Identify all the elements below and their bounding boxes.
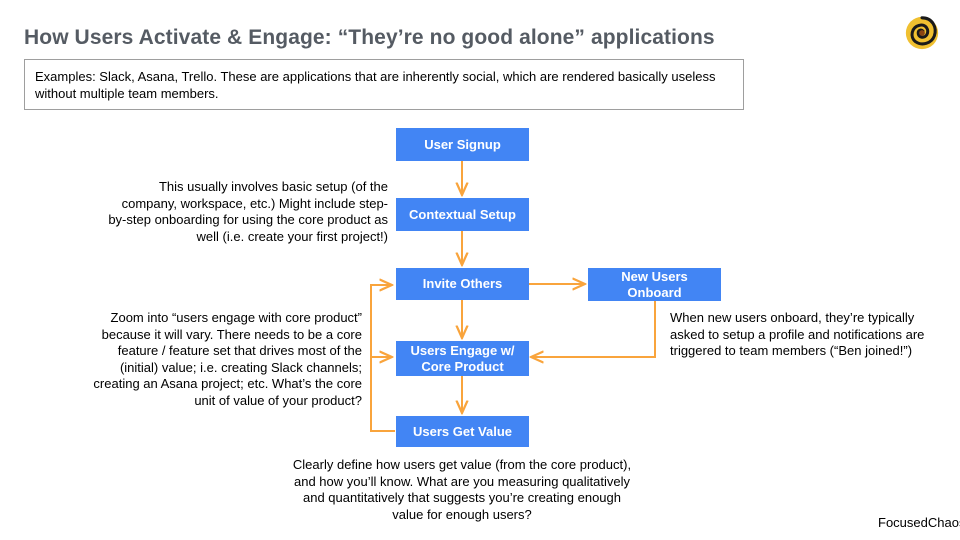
node-user-signup: User Signup [396,128,529,161]
note-new-users: When new users onboard, they’re typicall… [670,310,925,358]
spiral-logo-icon [905,16,939,50]
node-users-get-value: Users Get Value [396,416,529,447]
note-core-product: Zoom into “users engage with core produc… [93,310,362,408]
examples-box: Examples: Slack, Asana, Trello. These ar… [24,59,744,110]
page-title: How Users Activate & Engage: “They’re no… [24,26,715,49]
note-users-get-value: Clearly define how users get value (from… [292,457,632,522]
brand-footer: FocusedChaos [878,515,960,530]
node-new-users-onboard: New Users Onboard [588,268,721,301]
arrow-new-users-to-engage [531,301,656,357]
flow-arrows [370,161,656,432]
node-invite-others: Invite Others [396,268,529,300]
node-contextual-setup: Contextual Setup [396,198,529,231]
note-contextual-setup: This usually involves basic setup (of th… [108,179,388,244]
node-users-engage: Users Engage w/ Core Product [396,341,529,376]
